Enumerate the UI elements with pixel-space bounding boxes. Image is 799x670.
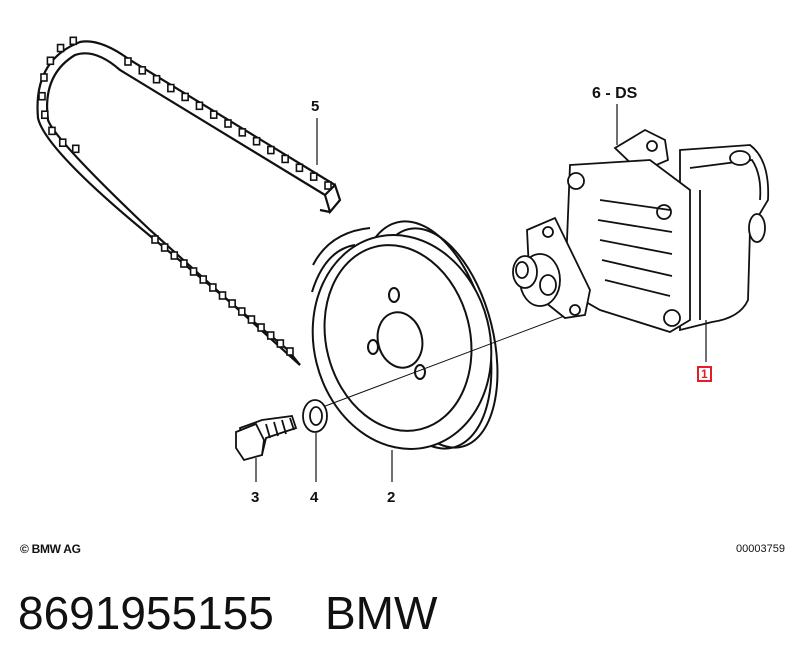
callout-pulley: 2 [387, 489, 396, 506]
belt-tooth [281, 154, 289, 164]
belt-tooth [309, 172, 318, 181]
belt-tooth [266, 331, 275, 340]
belt-tooth [286, 347, 294, 356]
belt-tooth [267, 145, 275, 155]
v-belt-drawing [36, 36, 342, 366]
callout-pump-ds: 6 - DS [592, 85, 638, 102]
callout-washer: 4 [310, 489, 319, 506]
belt-tooth [209, 283, 217, 292]
belt-tooth [252, 136, 261, 146]
belt-tooth [247, 315, 256, 324]
belt-tooth [151, 235, 159, 244]
belt-tooth [170, 251, 179, 260]
callout-pump-highlighted[interactable]: 1 [697, 366, 712, 382]
belt-tooth [324, 181, 332, 190]
belt-tooth [257, 323, 265, 332]
pulley-drawing [311, 220, 499, 450]
belt-tooth [138, 66, 147, 75]
belt-tooth [195, 101, 204, 111]
washer-drawing [302, 399, 328, 433]
belt-tooth [295, 163, 304, 173]
brand-name: BMW [324, 587, 438, 639]
belt-tooth [224, 119, 232, 128]
parts-diagram [36, 36, 770, 482]
belt-tooth [71, 144, 80, 154]
copyright-notice: © BMW AG [20, 542, 81, 556]
belt-tooth [209, 110, 218, 119]
belt-tooth [180, 259, 188, 268]
bolt-drawing [235, 415, 298, 462]
belt-tooth [218, 291, 227, 300]
belt-tooth [124, 57, 132, 66]
belt-tooth [56, 43, 65, 53]
belt-tooth [181, 92, 189, 102]
callout-bolt: 3 [251, 489, 260, 506]
belt-tooth [237, 307, 246, 316]
belt-tooth [152, 74, 161, 84]
belt-tooth [58, 138, 67, 147]
belt-tooth [167, 83, 175, 93]
belt-tooth [41, 110, 49, 120]
belt-tooth [38, 91, 46, 101]
belt-tooth [238, 128, 247, 137]
belt-tooth [228, 299, 236, 308]
belt-tooth [46, 56, 55, 66]
belt-tooth [276, 339, 285, 348]
belt-tooth [189, 267, 198, 276]
belt-tooth [48, 126, 56, 136]
part-number: 8691955155 [18, 587, 274, 639]
belt-tooth [69, 36, 78, 46]
belt-tooth [199, 275, 208, 284]
part-caption: 8691955155 BMW [18, 586, 437, 640]
callout-belt: 5 [311, 98, 320, 115]
axis-line [319, 311, 576, 409]
belt-tooth [40, 73, 48, 82]
diagram-id: 00003759 [736, 543, 785, 555]
pump-drawing [512, 128, 770, 333]
belt-tooth [160, 243, 169, 252]
